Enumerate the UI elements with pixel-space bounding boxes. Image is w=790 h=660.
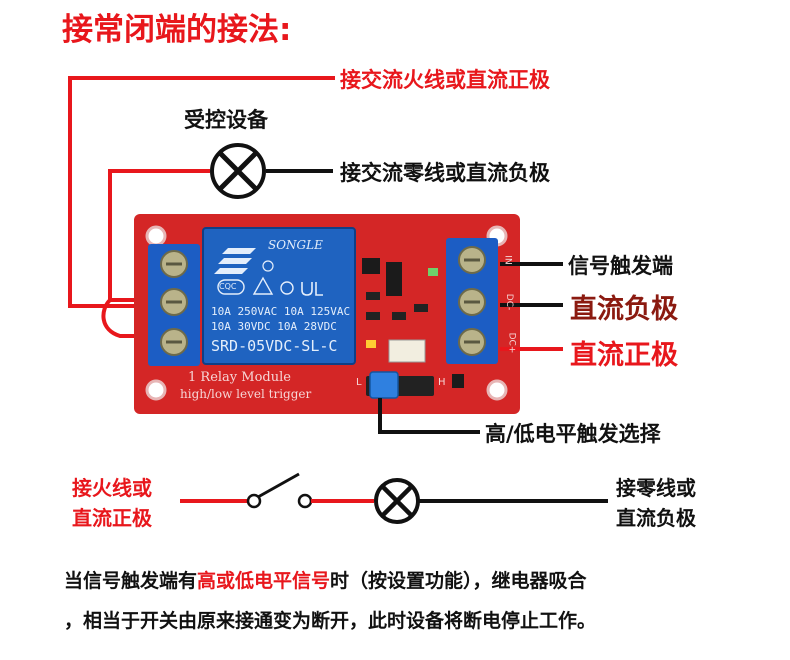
screw-terminal (458, 288, 486, 316)
lamp-symbol (210, 143, 266, 199)
label-controlled-device: 受控设备 (184, 108, 268, 132)
pin-label-dc-minus: DC- (504, 293, 515, 311)
songle-logo (214, 248, 256, 274)
screw-terminal (160, 328, 188, 356)
note-line1-highlight: 高或低电平信号 (197, 570, 331, 592)
relay-module (134, 214, 520, 434)
schematic-left-line2: 直流正极 (72, 506, 152, 530)
module-line2: high/low level trigger (180, 387, 312, 401)
label-live-positive: 接交流火线或直流正极 (340, 68, 550, 92)
label-signal-trigger: 信号触发端 (568, 254, 673, 278)
schematic-right-line1: 接零线或 (616, 476, 696, 500)
resistor (392, 312, 406, 320)
live-wire (68, 76, 335, 308)
transistor (362, 258, 380, 274)
diagram-title: 接常闭端的接法: (62, 12, 292, 48)
cqc-mark (217, 279, 245, 295)
ce-triangle (252, 276, 274, 295)
label-neutral-negative: 接交流零线或直流负极 (340, 161, 550, 185)
mount-hole (486, 379, 508, 401)
pin-label-in: IN (502, 255, 513, 265)
led-power (452, 374, 464, 388)
schematic-lamp-symbol (374, 478, 420, 524)
pin-label-dc-plus: DC+ (506, 332, 517, 354)
mount-hole (145, 225, 167, 247)
jumper-label-low: L (356, 377, 362, 388)
note-line1: 当信号触发端有高或低电平信号时（按设置功能），继电器吸合 (64, 566, 587, 593)
label-dc-negative: 直流负极 (570, 294, 678, 325)
schematic-left-line1: 接火线或 (72, 476, 152, 500)
schematic-right-line2: 直流负极 (616, 506, 696, 530)
label-dc-positive: 直流正极 (570, 340, 678, 371)
common-wire (101, 298, 165, 338)
registered-mark (262, 260, 274, 272)
relay-spec-line1: 10A 250VAC 10A 125VAC (211, 305, 351, 318)
relay-model: SRD-05VDC-SL-C (211, 337, 338, 355)
schematic-left-label: 接火线或 直流正极 (72, 473, 152, 533)
mount-hole (145, 379, 167, 401)
level-select-wire (378, 398, 480, 434)
note-line1-after: 时（按设置功能），继电器吸合 (330, 570, 587, 592)
led-red (366, 340, 376, 348)
resistor (366, 292, 380, 300)
resistor (366, 312, 380, 320)
screw-terminal (160, 250, 188, 278)
c-mark (280, 281, 294, 295)
led-green (428, 268, 438, 276)
note-line2: ，相当于开关由原来接通变为断开，此时设备将断电停止工作。 (64, 610, 597, 632)
optocoupler (388, 339, 426, 363)
screw-terminal (458, 328, 486, 356)
screw-terminal (160, 288, 188, 316)
ul-mark (301, 282, 323, 296)
switch-symbol (246, 472, 313, 509)
screw-terminal (458, 246, 486, 274)
relay-cert: CQC (219, 282, 237, 291)
schematic-right-label: 接零线或 直流负极 (616, 473, 696, 533)
resistor (414, 304, 428, 312)
relay-brand: SONGLE (268, 238, 323, 252)
diode (386, 262, 402, 296)
note-line1-before: 当信号触发端有 (64, 570, 198, 592)
jumper-label-high: H (438, 377, 446, 388)
label-level-select: 高/低电平触发选择 (485, 422, 661, 446)
module-line1: 1 Relay Module (188, 370, 291, 385)
relay-spec-line2: 10A 30VDC 10A 28VDC (211, 320, 337, 333)
trigger-jumper (369, 371, 399, 399)
